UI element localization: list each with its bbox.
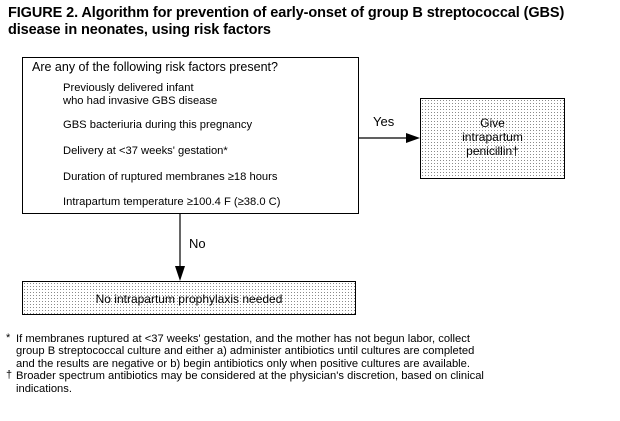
- risk-factors-box: Are any of the following risk factors pr…: [22, 57, 359, 214]
- footnote-dagger-mark: †: [6, 369, 13, 382]
- give-line-2: intrapartum: [462, 130, 523, 144]
- no-prophylaxis-text: No intrapartum prophylaxis needed: [95, 292, 283, 306]
- risk-question: Are any of the following risk factors pr…: [32, 60, 278, 74]
- give-penicillin-box: Give intrapartum penicillin†: [420, 98, 565, 179]
- footnote-star-line-1: If membranes ruptured at <37 weeks' gest…: [16, 333, 470, 345]
- yes-label: Yes: [373, 114, 395, 129]
- footnote-dagger-line-2: indications.: [16, 382, 72, 395]
- risk-factor-temperature: Intrapartum temperature ≥100.4 F (≥38.0 …: [63, 196, 281, 208]
- no-arrow: [175, 214, 185, 281]
- risk-factor-bacteriuria: GBS bacteriuria during this pregnancy: [63, 119, 253, 131]
- yes-arrow: [359, 133, 420, 143]
- footnote-star-line-2: group B streptococcal culture and either…: [16, 345, 475, 358]
- risk-factor-previous-infant: Previously delivered infant who had inva…: [63, 82, 217, 108]
- risk-factor-membrane-rupture: Duration of ruptured membranes ≥18 hours: [63, 171, 278, 183]
- footnote-star: * If membranes ruptured at <37 weeks' ge…: [6, 332, 616, 370]
- figure-title: FIGURE 2. Algorithm for prevention of ea…: [8, 5, 612, 39]
- no-arrowhead: [175, 266, 185, 281]
- give-line-1: Give: [480, 116, 505, 130]
- title-line-1: FIGURE 2. Algorithm for prevention of ea…: [8, 5, 565, 21]
- risk-factor-previous-infant-line-2: who had invasive GBS disease: [63, 95, 218, 107]
- footnote-star-line-3: and the results are negative or b) begin…: [16, 357, 470, 370]
- no-label: No: [189, 236, 206, 251]
- footnote-star-mark: *: [6, 332, 11, 344]
- no-prophylaxis-box: No intrapartum prophylaxis needed: [22, 281, 356, 315]
- footnote-dagger-line-1: Broader spectrum antibiotics may be cons…: [16, 370, 484, 383]
- title-line-2: disease in neonates, using risk factors: [8, 22, 271, 38]
- give-penicillin-text: Give intrapartum penicillin†: [421, 116, 564, 158]
- footnotes: * If membranes ruptured at <37 weeks' ge…: [6, 332, 616, 395]
- footnote-dagger: † Broader spectrum antibiotics may be co…: [6, 369, 616, 395]
- risk-factor-previous-infant-line-1: Previously delivered infant: [63, 82, 194, 94]
- yes-arrowhead: [406, 133, 420, 143]
- give-line-3: penicillin†: [466, 144, 519, 158]
- risk-factor-preterm-delivery: Delivery at <37 weeks' gestation*: [63, 145, 228, 157]
